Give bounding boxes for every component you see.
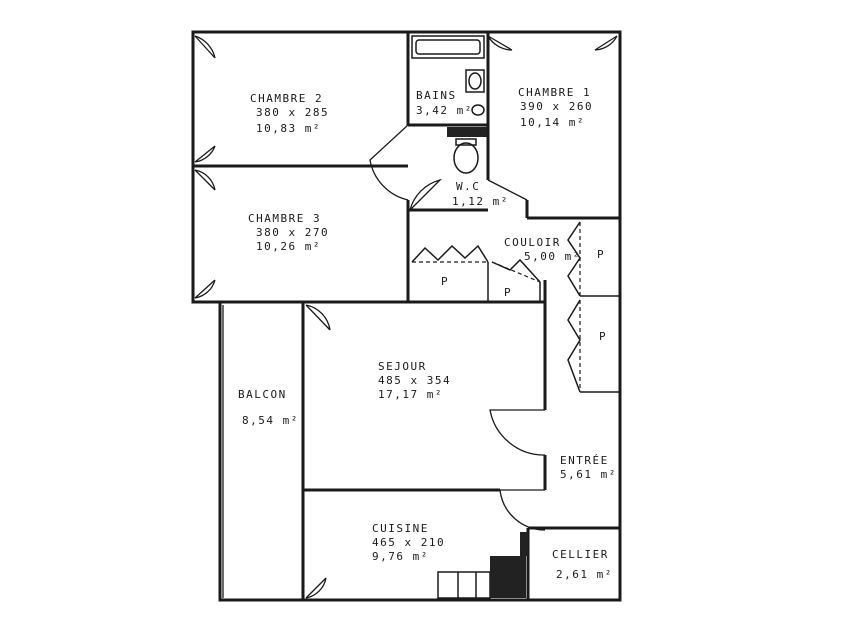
kitchen-counter [437,532,528,599]
svg-text:380 x 285: 380 x 285 [256,106,329,119]
bidet [471,104,485,116]
svg-text:380 x 270: 380 x 270 [256,226,329,239]
room-couloir: COULOIR 5,00 m² [504,236,581,263]
room-chambre-2: CHAMBRE 2 380 x 285 10,83 m² [250,92,329,135]
svg-text:CELLIER: CELLIER [552,548,609,561]
svg-text:8,54 m²: 8,54 m² [242,414,299,427]
placard-label: P [599,330,606,343]
placard-label: P [504,286,511,299]
placard-shapes [411,221,620,393]
svg-text:COULOIR: COULOIR [504,236,561,249]
svg-text:9,76 m²: 9,76 m² [372,550,429,563]
room-chambre-3: CHAMBRE 3 380 x 270 10,26 m² [248,212,329,253]
sink [465,69,485,93]
room-chambre-1: CHAMBRE 1 390 x 260 10,14 m² [518,86,593,129]
room-entree: ENTRÉE 5,61 m² [560,454,617,481]
svg-text:17,17 m²: 17,17 m² [378,388,443,401]
svg-text:465 x 210: 465 x 210 [372,536,445,549]
svg-text:CHAMBRE 1: CHAMBRE 1 [518,86,591,99]
placard-label: P [597,248,604,261]
svg-text:3,42 m²: 3,42 m² [416,104,473,117]
room-cuisine: CUISINE 465 x 210 9,76 m² [372,522,445,563]
room-balcon: BALCON 8,54 m² [238,388,299,427]
svg-text:5,00 m²: 5,00 m² [524,250,581,263]
svg-text:10,26 m²: 10,26 m² [256,240,321,253]
svg-text:2,61 m²: 2,61 m² [556,568,613,581]
svg-text:ENTRÉE: ENTRÉE [560,454,609,467]
room-wc: W.C 1,12 m² [452,180,509,208]
svg-text:390 x 260: 390 x 260 [520,100,593,113]
placard-labels: P P P P [441,248,606,343]
svg-text:CHAMBRE 2: CHAMBRE 2 [250,92,323,105]
svg-text:BALCON: BALCON [238,388,287,401]
bathtub [411,35,485,59]
room-bains: BAINS 3,42 m² [416,89,473,117]
room-cellier: CELLIER 2,61 m² [552,548,613,581]
svg-text:CHAMBRE 3: CHAMBRE 3 [248,212,321,225]
svg-text:485 x 354: 485 x 354 [378,374,451,387]
svg-text:BAINS: BAINS [416,89,457,102]
toilet [447,127,487,174]
svg-text:CUISINE: CUISINE [372,522,429,535]
svg-text:5,61 m²: 5,61 m² [560,468,617,481]
room-sejour: SEJOUR 485 x 354 17,17 m² [378,360,451,401]
svg-text:W.C: W.C [456,180,480,193]
placard-label: P [441,275,448,288]
svg-text:10,14 m²: 10,14 m² [520,116,585,129]
doors [194,35,618,599]
svg-text:10,83 m²: 10,83 m² [256,122,321,135]
interior-walls [193,32,620,600]
svg-text:1,12 m²: 1,12 m² [452,195,509,208]
svg-text:SEJOUR: SEJOUR [378,360,427,373]
